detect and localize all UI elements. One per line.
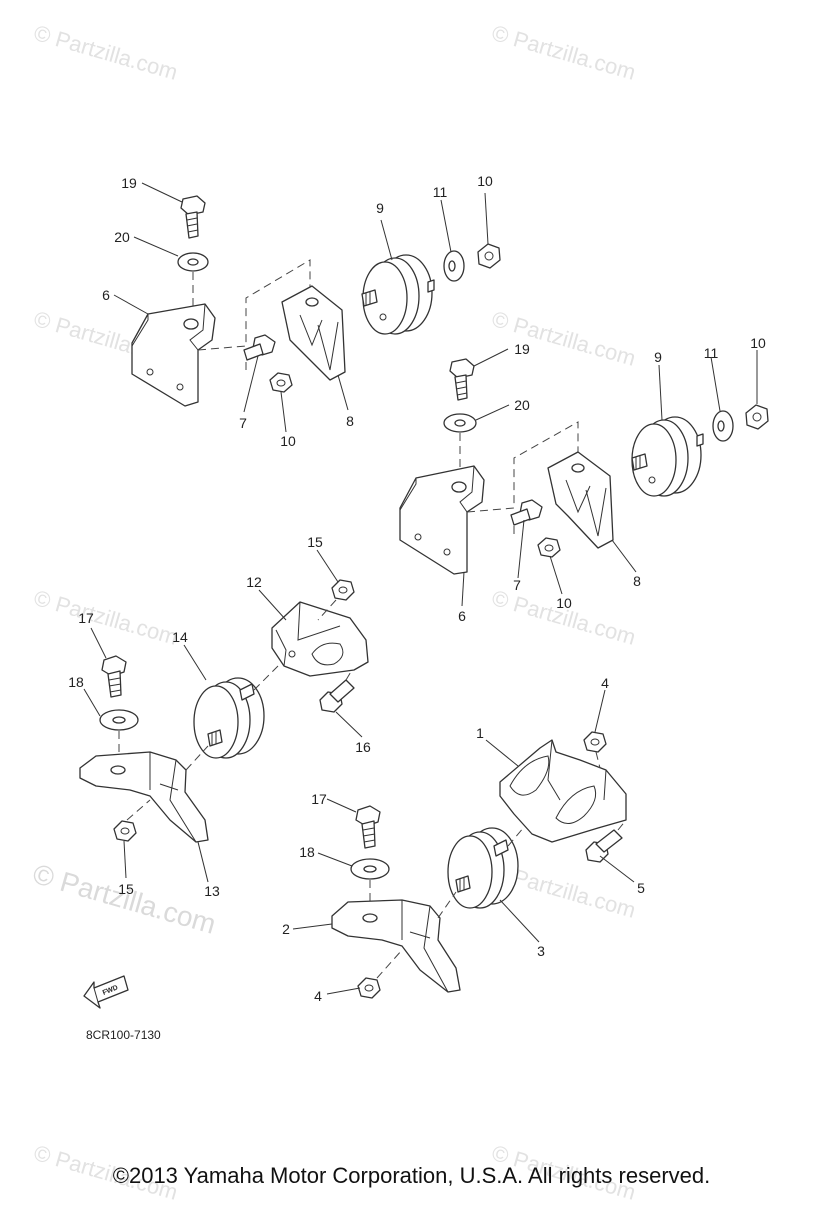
nut-10-icon bbox=[537, 537, 561, 558]
callout-10: 10 bbox=[280, 433, 296, 449]
bracket-2-icon bbox=[331, 899, 461, 993]
callout-17: 17 bbox=[311, 791, 327, 807]
bolt-7-icon bbox=[243, 334, 276, 361]
bolt-17-icon bbox=[355, 805, 381, 849]
engine-mount-3-icon bbox=[447, 827, 519, 909]
washer-20-icon bbox=[443, 413, 477, 433]
diagram-code: 8CR100-7130 bbox=[86, 1028, 161, 1042]
callout-3: 3 bbox=[537, 943, 545, 959]
bolt-19-icon bbox=[180, 195, 206, 239]
bracket-1-icon bbox=[499, 739, 627, 843]
nut-4-icon bbox=[357, 977, 381, 999]
leader-lines bbox=[83, 182, 758, 995]
nut-10-icon bbox=[745, 404, 769, 430]
bolt-16-icon bbox=[319, 679, 355, 713]
callout-19: 19 bbox=[514, 341, 530, 357]
engine-mount-9-icon bbox=[631, 416, 704, 497]
callout-11: 11 bbox=[704, 345, 719, 361]
bolt-5-icon bbox=[585, 829, 623, 863]
callout-8: 8 bbox=[346, 413, 354, 429]
callout-1: 1 bbox=[476, 725, 484, 741]
nut-15-icon bbox=[113, 820, 137, 842]
lower-right-assembly bbox=[331, 731, 627, 999]
bracket-12-icon bbox=[271, 601, 369, 677]
washer-20-icon bbox=[177, 252, 209, 272]
washer-18-icon bbox=[350, 858, 390, 880]
bolt-19-icon bbox=[449, 358, 475, 401]
callout-11: 11 bbox=[433, 184, 448, 200]
callout-5: 5 bbox=[637, 880, 645, 896]
callout-9: 9 bbox=[654, 349, 662, 365]
washer-18-icon bbox=[99, 709, 139, 731]
callout-10: 10 bbox=[750, 335, 766, 351]
callout-9: 9 bbox=[376, 200, 384, 216]
callout-13: 13 bbox=[204, 883, 220, 899]
bolt-7-icon bbox=[510, 499, 543, 526]
callout-8: 8 bbox=[633, 573, 641, 589]
callout-17: 17 bbox=[78, 610, 94, 626]
washer-11-icon bbox=[712, 410, 734, 442]
callout-18: 18 bbox=[68, 674, 84, 690]
bracket-13-icon bbox=[79, 751, 209, 843]
callout-7: 7 bbox=[239, 415, 247, 431]
upper-right-assembly bbox=[399, 358, 769, 575]
callout-labels: 19 20 6 7 10 8 9 11 10 19 20 6 7 10 8 9 … bbox=[68, 173, 766, 1004]
callout-4: 4 bbox=[601, 675, 609, 691]
bracket-8-icon bbox=[547, 451, 614, 549]
copyright-notice: ©2013 Yamaha Motor Corporation, U.S.A. A… bbox=[112, 1163, 711, 1188]
callout-6: 6 bbox=[458, 608, 466, 624]
fwd-arrow-icon: FWD bbox=[83, 975, 129, 1009]
callout-15: 15 bbox=[307, 534, 323, 550]
callout-4: 4 bbox=[314, 988, 322, 1004]
bracket-8-icon bbox=[281, 285, 346, 381]
engine-mount-14-icon bbox=[193, 677, 265, 759]
upper-left-assembly bbox=[131, 195, 501, 407]
callout-18: 18 bbox=[299, 844, 315, 860]
callout-10: 10 bbox=[477, 173, 493, 189]
callout-15: 15 bbox=[118, 881, 134, 897]
nut-4-icon bbox=[583, 731, 607, 753]
callout-7: 7 bbox=[513, 577, 521, 593]
engine-mount-9-icon bbox=[361, 254, 435, 335]
callout-19: 19 bbox=[121, 175, 137, 191]
callout-20: 20 bbox=[114, 229, 130, 245]
bolt-17-icon bbox=[101, 655, 127, 698]
bracket-6-icon bbox=[131, 303, 216, 407]
callout-16: 16 bbox=[355, 739, 371, 755]
nut-10-icon bbox=[477, 243, 501, 269]
bracket-6-icon bbox=[399, 465, 485, 575]
callout-10: 10 bbox=[556, 595, 572, 611]
callout-20: 20 bbox=[514, 397, 530, 413]
nut-15-icon bbox=[331, 579, 355, 601]
callout-12: 12 bbox=[246, 574, 262, 590]
lower-left-assembly bbox=[79, 579, 369, 843]
callout-14: 14 bbox=[172, 629, 188, 645]
washer-11-icon bbox=[443, 250, 465, 282]
callout-2: 2 bbox=[282, 921, 290, 937]
callout-6: 6 bbox=[102, 287, 110, 303]
nut-10-icon bbox=[269, 372, 293, 393]
